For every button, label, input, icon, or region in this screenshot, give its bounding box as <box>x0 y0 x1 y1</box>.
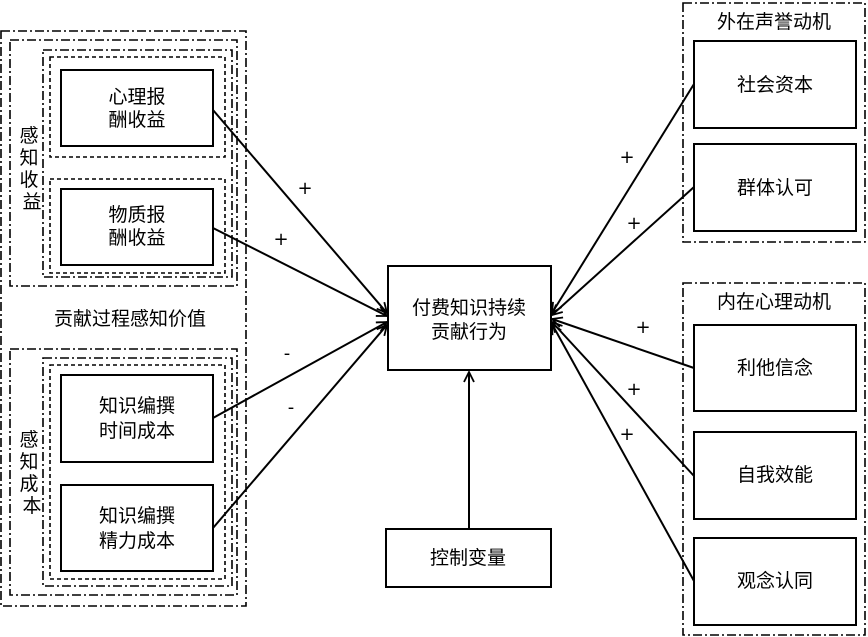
perceived-benefit-group: 感 知 收 益 心理报 酬收益 物质报 酬收益 <box>9 39 238 287</box>
time-cost-line1: 知识编撰 <box>99 395 175 417</box>
internal-frame <box>682 282 866 636</box>
altruism-label: 利他信念 <box>737 356 813 379</box>
cost-label-char: 知 <box>19 451 38 473</box>
benefit-group-label: 感 知 收 益 <box>19 125 44 213</box>
sign-identity: + <box>619 424 634 445</box>
psych-reward-box <box>60 69 214 147</box>
perceived-value-frame <box>0 30 247 607</box>
internal-motivation-group: 内在心理动机 利他信念 自我效能 观念认同 <box>682 282 866 636</box>
cost-group-label: 感 知 成 本 <box>19 429 44 517</box>
energy-cost-line1: 知识编撰 <box>99 505 175 527</box>
edge-group-recognition <box>552 186 695 315</box>
edge-material-reward <box>212 227 387 316</box>
sign-psych-reward: + <box>297 178 312 199</box>
internal-label: 内在心理动机 <box>717 291 831 313</box>
identity-label: 观念认同 <box>737 569 813 592</box>
material-reward-line1: 物质报 <box>108 204 165 226</box>
sign-time-cost: - <box>284 343 291 364</box>
psych-reward-frame <box>49 56 226 158</box>
edge-identity <box>552 324 695 582</box>
energy-cost-line2: 精力成本 <box>99 530 175 552</box>
benefit-label-char: 收 <box>19 169 38 191</box>
edge-psych-reward <box>212 109 387 313</box>
benefit-label-char: 益 <box>22 191 41 213</box>
control-variable-label: 控制变量 <box>430 547 506 569</box>
psych-reward-line1: 心理报 <box>108 86 165 108</box>
edge-time-cost <box>212 322 387 419</box>
cost-label-char: 本 <box>22 495 41 517</box>
cost-inner-frame <box>42 357 233 587</box>
cost-frame <box>9 348 238 596</box>
sign-self-efficacy: + <box>626 379 641 400</box>
external-motivation-group: 外在声誉动机 社会资本 群体认可 <box>682 2 866 243</box>
center-line1: 付费知识持续 <box>412 297 526 319</box>
sign-altruism: + <box>635 317 650 338</box>
energy-cost-box <box>60 484 214 572</box>
external-frame <box>682 2 866 243</box>
group-recognition-label: 群体认可 <box>737 177 813 199</box>
external-label: 外在声誉动机 <box>717 11 831 33</box>
sign-social-capital: + <box>619 147 634 168</box>
benefit-frame <box>9 39 238 287</box>
cost-dashed-frame <box>49 364 226 580</box>
center-line2: 贡献行为 <box>431 321 507 343</box>
sign-energy-cost: - <box>288 397 295 418</box>
edge-social-capital <box>552 83 695 313</box>
edge-energy-cost <box>212 325 387 529</box>
edge-altruism <box>552 319 695 369</box>
material-reward-line2: 酬收益 <box>108 227 165 249</box>
cost-label-char: 感 <box>19 429 38 451</box>
sign-material-reward: + <box>273 229 288 250</box>
psych-reward-line2: 酬收益 <box>108 109 165 131</box>
center-behavior-box <box>387 265 552 371</box>
material-reward-box <box>60 188 214 266</box>
benefit-label-char: 知 <box>19 147 38 169</box>
cost-label-char: 成 <box>19 473 38 495</box>
perceived-cost-group: 感 知 成 本 知识编撰 时间成本 知识编撰 精力成本 <box>9 348 238 596</box>
edge-self-efficacy <box>552 322 695 477</box>
perceived-value-label: 贡献过程感知价值 <box>54 308 206 330</box>
benefit-label-char: 感 <box>19 125 38 147</box>
time-cost-line2: 时间成本 <box>99 420 175 442</box>
time-cost-box <box>60 374 214 463</box>
benefit-inner-frame <box>42 49 233 278</box>
social-capital-label: 社会资本 <box>737 74 813 96</box>
altruism-box <box>693 324 857 412</box>
identity-box <box>693 537 857 626</box>
material-reward-frame <box>49 178 226 274</box>
control-variable-box <box>385 528 552 588</box>
self-efficacy-label: 自我效能 <box>737 464 813 486</box>
sign-group-recognition: + <box>626 213 641 234</box>
